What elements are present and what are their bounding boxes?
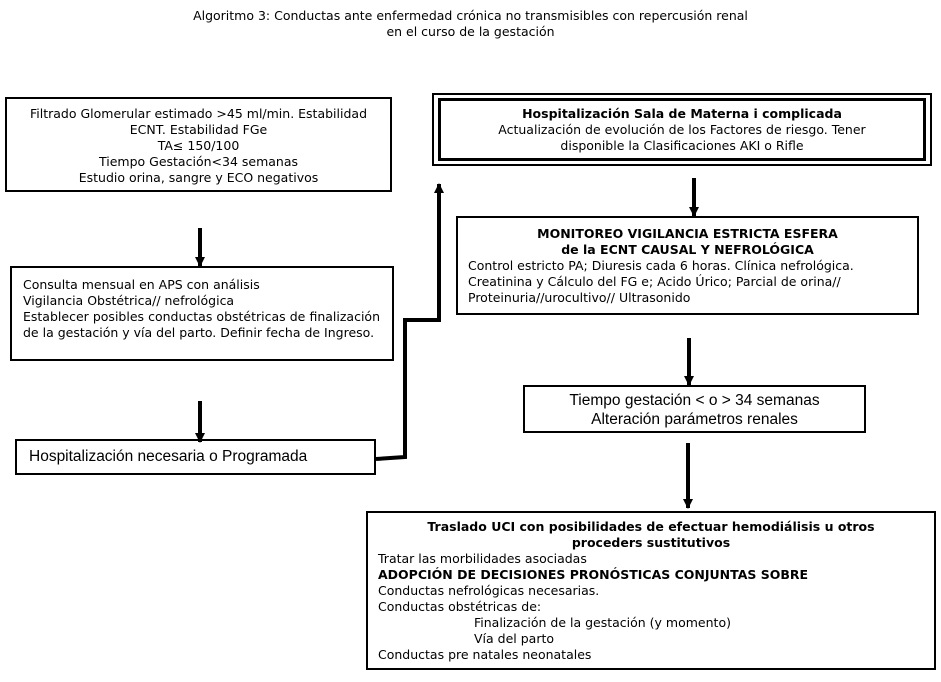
consulta-paragraph: Establecer posibles conductas obstétrica… xyxy=(23,309,380,340)
traslado-line: Conductas pre natales neonatales xyxy=(378,647,592,662)
sala-materna-line: Actualización de evolución de los Factor… xyxy=(498,122,866,137)
title-line-2: en el curso de la gestación xyxy=(386,24,555,39)
traslado-indent-line: Finalización de la gestación (y momento) xyxy=(474,615,731,630)
monitoreo-line: Creatinina y Cálculo del FG e; Acido Úri… xyxy=(468,274,841,289)
criteria-line: TA≤ 150/100 xyxy=(157,138,240,153)
diagram-title: Algoritmo 3: Conductas ante enfermedad c… xyxy=(0,8,941,40)
tiempo-line: Tiempo gestación < o > 34 semanas xyxy=(569,392,820,409)
monitoreo-box: MONITOREO VIGILANCIA ESTRICTA ESFERA de … xyxy=(456,216,919,315)
hospitalizacion-text: Hospitalización necesaria o Programada xyxy=(29,448,308,465)
consulta-line: Vigilancia Obstétrica// nefrológica xyxy=(23,293,235,308)
traslado-line: Conductas nefrológicas necesarias. xyxy=(378,583,600,598)
tiempo-line: Alteración parámetros renales xyxy=(591,411,798,428)
traslado-line: Tratar las morbilidades asociadas xyxy=(378,551,587,566)
sala-materna-line: disponible la Clasificaciones AKI o Rifl… xyxy=(560,138,804,153)
criteria-line: ECNT. Estabilidad FGe xyxy=(129,122,268,137)
hospitalizacion-box: Hospitalización necesaria o Programada xyxy=(15,439,376,475)
criteria-line: Filtrado Glomerular estimado >45 ml/min.… xyxy=(29,106,368,121)
monitoreo-heading: de la ECNT CAUSAL Y NEFROLÓGICA xyxy=(561,242,814,257)
traslado-indent-line: Vía del parto xyxy=(474,631,555,646)
tiempo-gestacion-box: Tiempo gestación < o > 34 semanas Altera… xyxy=(523,385,866,433)
monitoreo-heading: MONITOREO VIGILANCIA ESTRICTA ESFERA xyxy=(537,226,838,241)
sala-materna-box: Hospitalización Sala de Materna i compli… xyxy=(432,93,932,166)
sala-materna-inner: Hospitalización Sala de Materna i compli… xyxy=(438,98,926,161)
traslado-bold-line: ADOPCIÓN DE DECISIONES PRONÓSTICAS CONJU… xyxy=(378,567,809,582)
monitoreo-line: Control estricto PA; Diuresis cada 6 hor… xyxy=(468,258,854,273)
title-line-1: Algoritmo 3: Conductas ante enfermedad c… xyxy=(193,8,748,23)
traslado-uci-box: Traslado UCI con posibilidades de efectu… xyxy=(366,511,936,670)
traslado-line: Conductas obstétricas de: xyxy=(378,599,542,614)
traslado-heading: proceders sustitutivos xyxy=(571,535,731,550)
monitoreo-line: Proteinuria//urocultivo// Ultrasonido xyxy=(468,290,691,305)
consulta-box: Consulta mensual en APS con análisis Vig… xyxy=(10,266,394,361)
traslado-heading: Traslado UCI con posibilidades de efectu… xyxy=(427,519,875,534)
sala-materna-heading: Hospitalización Sala de Materna i compli… xyxy=(522,106,842,121)
criteria-box: Filtrado Glomerular estimado >45 ml/min.… xyxy=(5,97,392,192)
criteria-line: Tiempo Gestación<34 semanas xyxy=(99,154,298,169)
criteria-line: Estudio orina, sangre y ECO negativos xyxy=(78,170,319,185)
consulta-line: Consulta mensual en APS con análisis xyxy=(23,277,260,292)
